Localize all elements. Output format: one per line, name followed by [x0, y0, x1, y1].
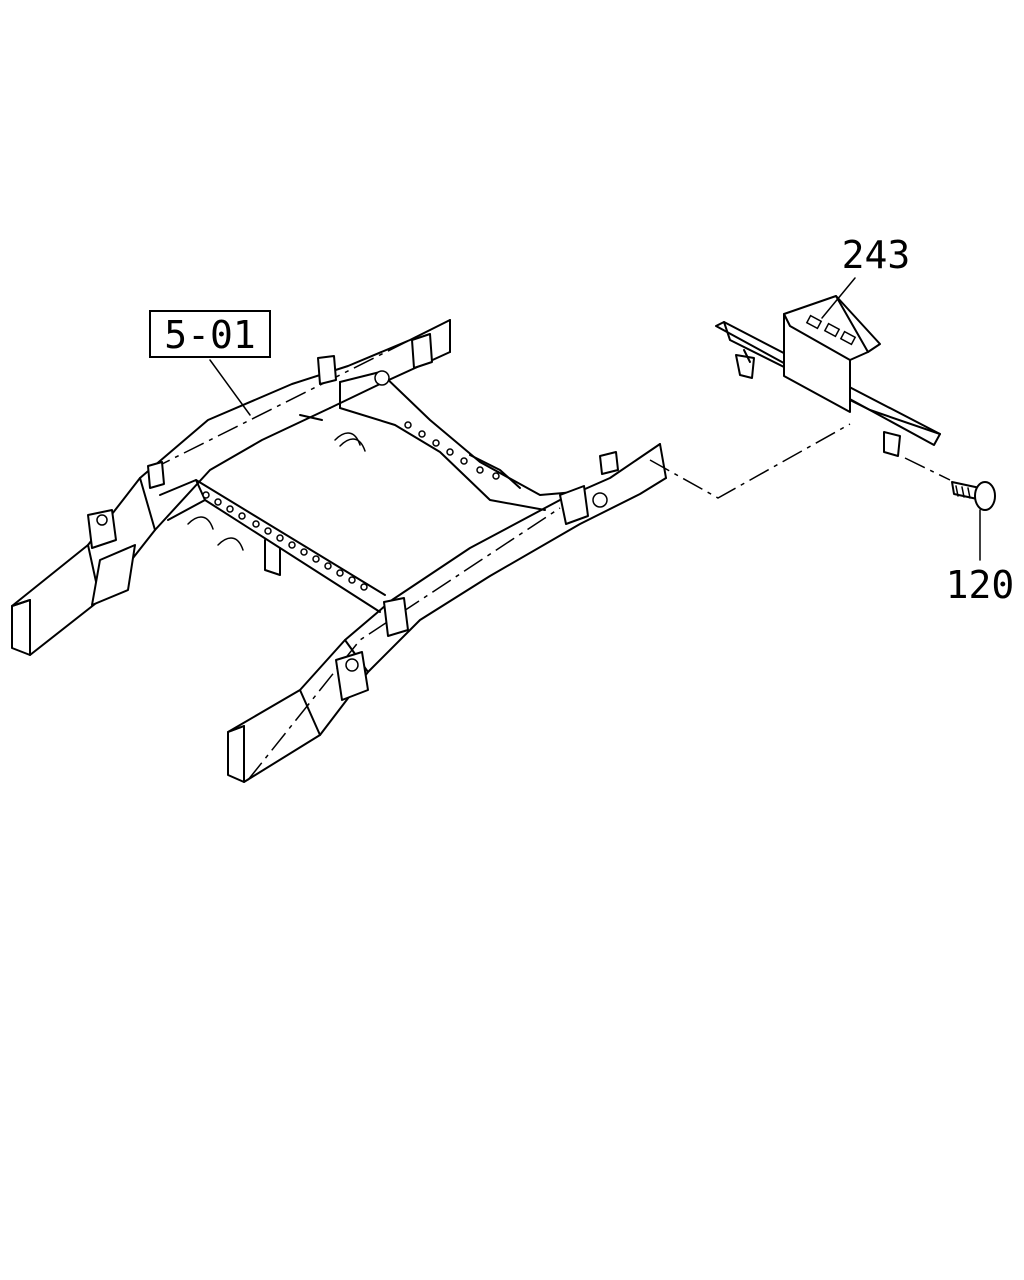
- callout-frame-ref-box: [149, 310, 271, 358]
- leader-frame-ref: [209, 359, 251, 416]
- leader-bolt-axis: [904, 457, 951, 481]
- rear-cross-member: [339, 371, 576, 511]
- bracket-assembly: [715, 295, 941, 457]
- leader-assembly-path: [649, 423, 851, 499]
- frame-brackets: [87, 333, 619, 701]
- left-side-rail: [11, 319, 451, 656]
- callout-frame-ref[interactable]: 5-01: [149, 310, 271, 358]
- callout-bracket-243[interactable]: 243: [842, 233, 911, 277]
- callout-bolt-120[interactable]: 120: [946, 563, 1015, 607]
- front-cross-member: [159, 479, 386, 613]
- leader-bracket-243: [821, 277, 856, 319]
- callout-frame-ref-label: 5-01: [164, 313, 256, 357]
- bolt-part: [951, 481, 996, 511]
- center-link: [299, 414, 323, 421]
- chassis-frame: [11, 319, 667, 783]
- leader-lines: [209, 277, 981, 561]
- spring-hangers: [187, 432, 366, 551]
